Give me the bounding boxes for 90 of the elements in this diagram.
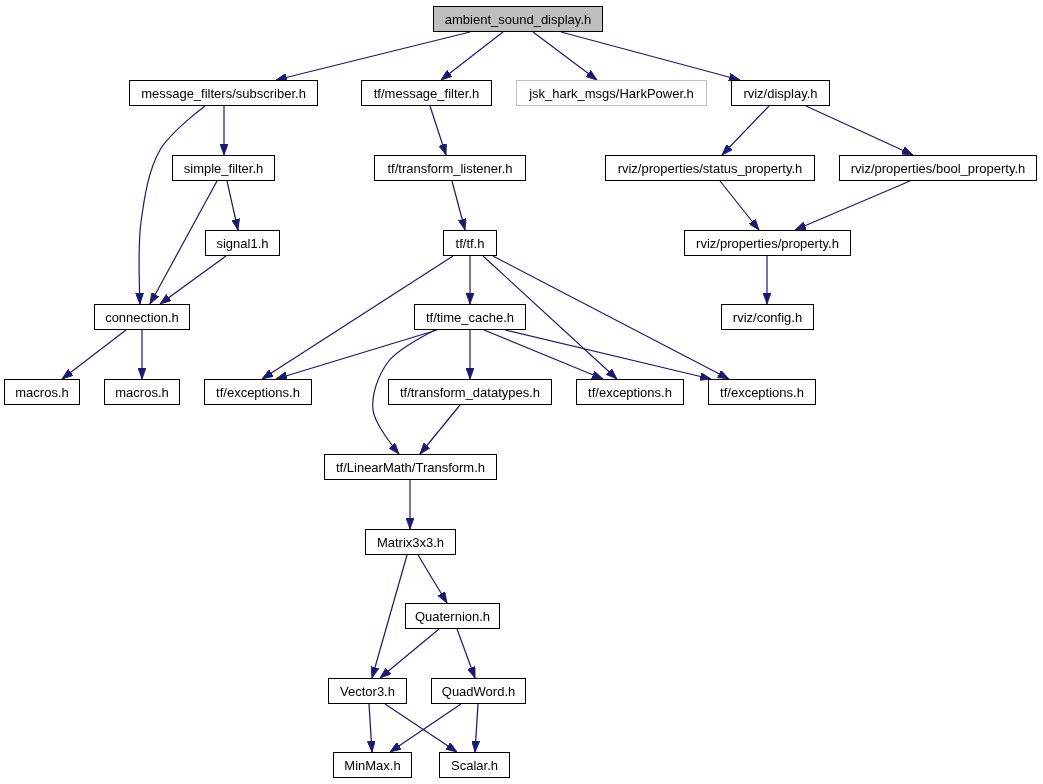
include-arrow bbox=[560, 31, 741, 82]
include-arrow bbox=[762, 255, 772, 305]
header-file-box bbox=[324, 454, 497, 480]
header-file-box bbox=[104, 379, 180, 405]
file-name: tf/exceptions.h bbox=[588, 384, 672, 400]
file-name: tf/message_filter.h bbox=[373, 85, 480, 101]
source-file-box bbox=[433, 6, 603, 32]
header-file-box bbox=[443, 230, 497, 256]
file-name: tf/time_cache.h bbox=[425, 309, 515, 325]
header-file-box bbox=[4, 379, 80, 405]
file-name: tf/tf.h bbox=[455, 235, 485, 251]
header-file-box bbox=[684, 230, 851, 256]
include-arrow bbox=[532, 31, 598, 81]
include-arrow bbox=[456, 628, 476, 679]
file-name: rviz/display.h bbox=[743, 85, 818, 101]
include-arrow bbox=[440, 31, 504, 81]
include-arrow bbox=[137, 329, 147, 380]
file-name: Vector3.h bbox=[340, 683, 395, 699]
file-name: Quaternion.h bbox=[414, 608, 491, 624]
header-file-box bbox=[405, 603, 500, 629]
include-arrow bbox=[465, 329, 475, 380]
file-name: tf/transform_listener.h bbox=[387, 160, 513, 176]
header-file-box bbox=[94, 304, 190, 330]
header-file-box bbox=[205, 230, 280, 256]
header-file-box bbox=[516, 80, 707, 106]
header-file-box bbox=[431, 678, 526, 704]
include-arrow bbox=[721, 105, 770, 156]
header-file-box bbox=[129, 80, 318, 106]
include-arrow bbox=[135, 105, 206, 305]
include-arrow bbox=[482, 255, 618, 380]
include-arrow bbox=[504, 329, 712, 381]
include-arrow bbox=[261, 255, 454, 380]
header-file-box bbox=[374, 155, 526, 181]
file-name: simple_filter.h bbox=[183, 160, 264, 176]
file-name: rviz/properties/status_property.h bbox=[617, 160, 803, 176]
header-file-box bbox=[328, 678, 407, 704]
include-arrow bbox=[492, 255, 730, 380]
include-arrow bbox=[451, 180, 467, 231]
file-name: signal1.h bbox=[216, 235, 269, 251]
include-arrow bbox=[483, 329, 604, 380]
include-arrow bbox=[219, 105, 229, 156]
file-name: macros.h bbox=[15, 384, 69, 400]
include-arrow bbox=[379, 628, 440, 679]
header-file-box bbox=[333, 752, 412, 778]
header-file-box bbox=[439, 752, 510, 778]
include-arrow bbox=[805, 105, 914, 156]
file-name: tf/LinearMath/Transform.h bbox=[335, 459, 486, 475]
file-name: connection.h bbox=[105, 309, 179, 325]
include-arrow bbox=[419, 404, 461, 455]
file-name: message_filters/subscriber.h bbox=[141, 85, 306, 101]
header-file-box bbox=[605, 155, 815, 181]
header-file-box bbox=[731, 80, 830, 106]
header-file-box bbox=[365, 529, 456, 555]
file-name: tf/exceptions.h bbox=[720, 384, 804, 400]
file-name: MinMax.h bbox=[344, 757, 401, 773]
include-arrow bbox=[794, 180, 911, 231]
include-arrow bbox=[159, 255, 227, 305]
header-file-box bbox=[708, 379, 816, 405]
file-name: QuadWord.h bbox=[441, 683, 516, 699]
file-name: rviz/properties/property.h bbox=[696, 235, 839, 251]
include-arrow bbox=[149, 180, 218, 305]
file-name: tf/transform_datatypes.h bbox=[399, 384, 541, 400]
include-arrow bbox=[471, 703, 481, 753]
file-name: macros.h bbox=[115, 384, 169, 400]
file-name: Scalar.h bbox=[451, 757, 498, 773]
include-arrow bbox=[61, 329, 127, 380]
file-name: Matrix3x3.h bbox=[376, 534, 445, 550]
file-name: ambient_sound_display.h bbox=[444, 11, 592, 27]
include-arrow bbox=[372, 329, 436, 455]
include-arrow bbox=[366, 703, 376, 753]
include-arrow bbox=[429, 105, 447, 156]
header-file-box bbox=[721, 304, 814, 330]
include-arrow bbox=[370, 554, 408, 679]
header-file-box bbox=[361, 80, 492, 106]
header-file-box bbox=[839, 155, 1037, 181]
include-arrow bbox=[719, 180, 760, 231]
file-name: jsk_hark_msgs/HarkPower.h bbox=[529, 85, 694, 101]
header-file-box bbox=[172, 155, 275, 181]
include-arrow bbox=[275, 31, 471, 82]
header-file-box bbox=[414, 304, 526, 330]
header-file-box bbox=[204, 379, 312, 405]
header-file-box bbox=[388, 379, 552, 405]
include-arrow bbox=[405, 479, 415, 530]
file-name: rviz/properties/bool_property.h bbox=[850, 160, 1026, 176]
file-name: rviz/config.h bbox=[732, 309, 803, 325]
header-file-box bbox=[576, 379, 684, 405]
include-arrow bbox=[275, 329, 438, 380]
include-arrow bbox=[226, 180, 240, 231]
file-name: tf/exceptions.h bbox=[216, 384, 300, 400]
include-arrow bbox=[417, 554, 448, 604]
